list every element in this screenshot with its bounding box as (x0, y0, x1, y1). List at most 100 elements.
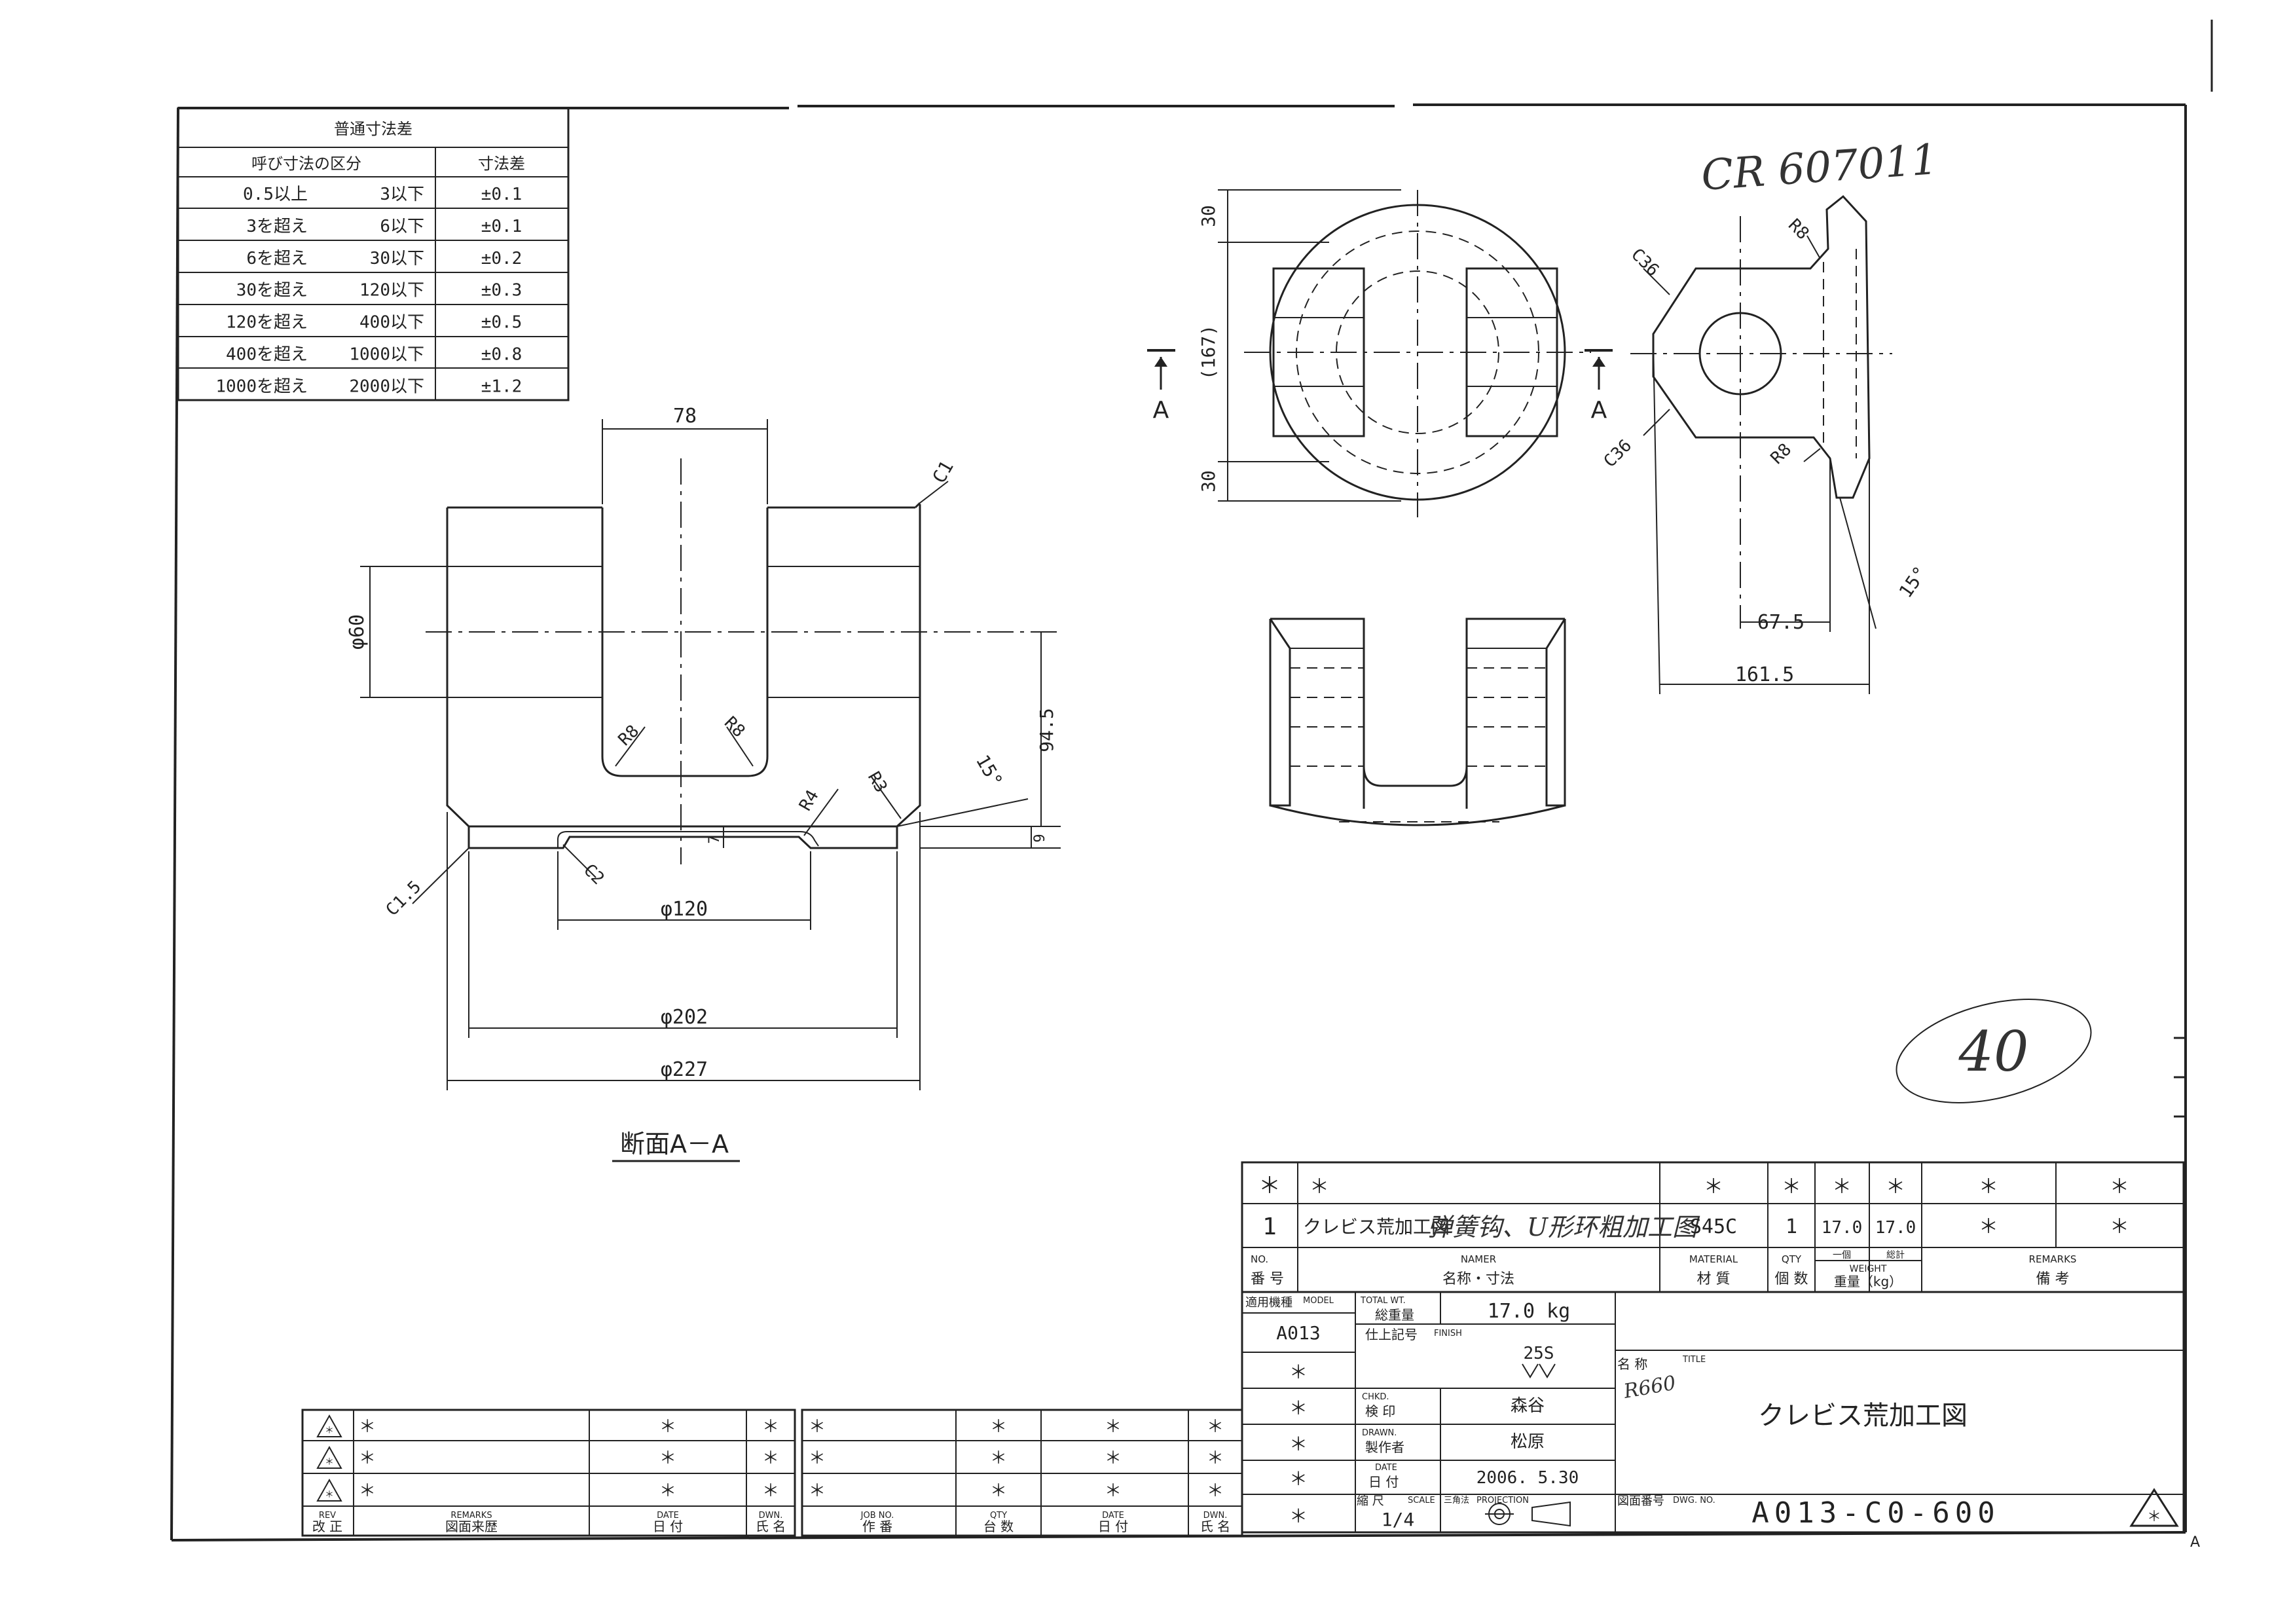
tolerance-row-value: ±0.8 (481, 345, 522, 365)
revision-symbol-star: ＊ (325, 1490, 334, 1500)
revision-dwn-cell: ＊ (762, 1481, 779, 1501)
parts-row-qty: 1 (1786, 1215, 1797, 1238)
dim-30-top: 30 (1198, 205, 1219, 227)
model-value: A013 (1276, 1322, 1320, 1344)
star-model-2: ＊ (1289, 1361, 1308, 1383)
section-caption: 断面A－A (620, 1130, 729, 1158)
tolerance-row-value: ±0.5 (481, 313, 522, 333)
section-view-dims: 78 C1 φ60 R8 R8 94.5 15° R4 R3 7 9 C1.5 … (346, 405, 1057, 1162)
rev-dwn-hdr-jp: 氏 名 (756, 1519, 786, 1534)
dim-r8-bottom: R8 (1767, 440, 1795, 468)
section-mark-a-right: A (1591, 397, 1607, 424)
parts-row-no: 1 (1262, 1213, 1277, 1240)
handwritten-note-name: 弹簧钩、U形环粗加工图 (1427, 1213, 1700, 1242)
tolerance-row-value: ±0.2 (481, 249, 522, 268)
rev-hdr-en: REV (319, 1511, 336, 1521)
title-label-jp: 名 称 (1617, 1356, 1647, 1372)
tolerance-row-value: ±0.1 (481, 185, 522, 204)
date-label-en: DATE (1375, 1463, 1397, 1473)
tolerance-row-value: ±0.3 (481, 281, 522, 301)
job-dwn-hdr-en: DWN. (1203, 1511, 1228, 1521)
tolerance-row-to: 6以下 (380, 217, 424, 236)
job-date-cell: ＊ (1105, 1417, 1122, 1437)
parts-star-1: ＊ (1258, 1173, 1281, 1199)
dim-phi227: φ227 (661, 1058, 708, 1081)
tolerance-row-from: 3を超え (246, 217, 308, 236)
job-qty-hdr-en: QTY (990, 1511, 1007, 1521)
rev-dwn-hdr-en: DWN. (759, 1511, 783, 1521)
parts-row-weight-total: 17.0 (1875, 1218, 1916, 1238)
chkd-label-en: CHKD. (1362, 1392, 1389, 1402)
chkd-label-jp: 検 印 (1365, 1403, 1395, 1419)
dim-7: 7 (706, 835, 723, 843)
dim-67-5: 67.5 (1757, 611, 1805, 634)
tolerance-row-value: ±1.2 (481, 377, 522, 396)
date-value: 2006. 5.30 (1476, 1468, 1579, 1488)
dim-78: 78 (673, 405, 697, 428)
scale-label-jp: 縮 尺 (1357, 1494, 1384, 1508)
total-wt-value: 17.0 kg (1488, 1300, 1570, 1323)
parts-row-name: クレビス荒加工図 (1303, 1216, 1450, 1238)
dim-r8-top: R8 (1784, 215, 1812, 244)
dim-161-5: 161.5 (1735, 663, 1794, 686)
dim-phi60: φ60 (346, 614, 369, 650)
job-qty-cell: ＊ (990, 1417, 1007, 1437)
parts-star-6: ＊ (1886, 1175, 1905, 1198)
tolerance-row-to: 2000以下 (349, 377, 424, 396)
revision-triangle-icon (2129, 1488, 2179, 1527)
revision-dwn-cell: ＊ (762, 1417, 779, 1437)
tolerance-title: 普通寸法差 (334, 120, 412, 138)
hdr-name-en: NAMER (1461, 1253, 1496, 1265)
job-qty-hdr-jp: 台 数 (983, 1519, 1014, 1534)
hdr-qty-en: QTY (1782, 1253, 1802, 1265)
parts-star-5: ＊ (1832, 1175, 1852, 1198)
star-model-6: ＊ (1289, 1505, 1308, 1527)
hdr-material-en: MATERIAL (1689, 1253, 1738, 1265)
dim-c1: C1 (928, 457, 957, 487)
handwritten-note-title: R660 (1621, 1372, 1677, 1404)
revision-table: ＊＊＊＊＊＊＊＊＊＊＊＊ REV 改 正 REMARKS 図面来歴 DATE 日… (301, 1409, 796, 1537)
hdr-weight-one: 一個 (1833, 1250, 1851, 1261)
dim-phi120: φ120 (661, 898, 708, 921)
hdr-no-jp: 番 号 (1251, 1271, 1284, 1287)
tolerance-row-to: 3以下 (380, 185, 424, 204)
tolerance-row-from: 120を超え (226, 313, 308, 333)
tolerance-range-header: 呼び寸法の区分 (251, 155, 361, 173)
circled-number: 40 (1896, 999, 2092, 1103)
hdr-qty-jp: 個 数 (1775, 1271, 1808, 1287)
job-dwn-hdr-jp: 氏 名 (1200, 1519, 1230, 1534)
hdr-weight-jp: 重量（kg） (1834, 1274, 1902, 1289)
dim-c36-bottom: C36 (1600, 436, 1636, 471)
tolerance-row-value: ±0.1 (481, 217, 522, 236)
finish-label-jp: 仕上記号 (1365, 1327, 1418, 1342)
parts-star-7: ＊ (1979, 1175, 1998, 1198)
tolerance-row-to: 120以下 (359, 281, 424, 301)
job-qty-cell: ＊ (990, 1481, 1007, 1501)
parts-star-8: ＊ (2110, 1175, 2129, 1198)
job-no-cell: ＊ (809, 1417, 826, 1437)
projection-symbol-icon (1485, 1501, 1571, 1527)
star-model-3: ＊ (1289, 1397, 1308, 1419)
hdr-material-jp: 材 質 (1697, 1271, 1731, 1287)
star-model-5: ＊ (1289, 1468, 1308, 1490)
parts-list: ＊ ＊ ＊ ＊ ＊ ＊ ＊ ＊ 1 クレビス荒加工図 弹簧钩、U形环粗加工图 S… (1241, 1161, 2185, 1293)
finish-label-en: FINISH (1434, 1329, 1462, 1338)
total-wt-label-en: TOTAL WT. (1360, 1296, 1406, 1306)
job-no-cell: ＊ (809, 1481, 826, 1501)
corner-mark: A (2190, 1534, 2200, 1551)
parts-star-2: ＊ (1310, 1175, 1329, 1198)
dim-30-bottom: 30 (1198, 470, 1219, 492)
drawing-number: A013-C0-600 (1751, 1496, 2000, 1530)
job-table: ＊＊＊＊＊＊＊＊＊＊＊＊ JOB NO. 作 番 QTY 台 数 DATE 日 … (801, 1409, 1243, 1537)
revision-rows: ＊＊＊＊＊＊＊＊＊＊＊＊ (316, 1414, 779, 1502)
star-model-4: ＊ (1289, 1433, 1308, 1455)
drawing-title: クレビス荒加工図 (1758, 1401, 1968, 1431)
job-qty-cell: ＊ (990, 1449, 1007, 1468)
section-view-drawing (360, 419, 1061, 1090)
chkd-value: 森谷 (1511, 1396, 1545, 1416)
scale-value: 1/4 (1382, 1509, 1415, 1530)
